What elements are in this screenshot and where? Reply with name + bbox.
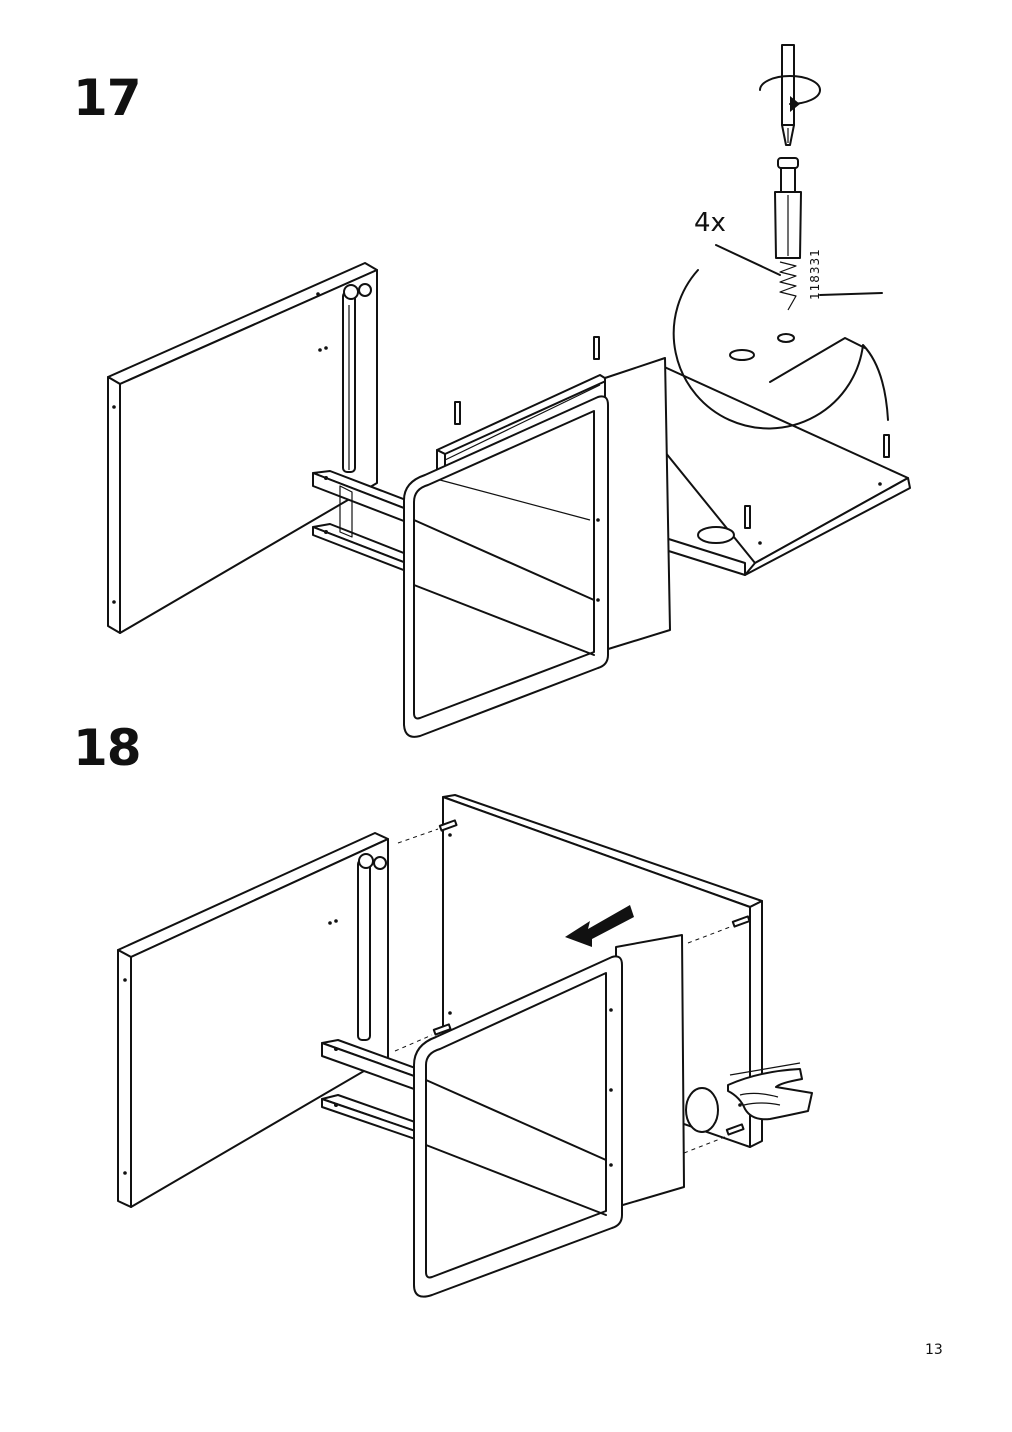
top-panel [604,364,911,576]
push-arrow-icon [565,905,634,947]
part-number-label: 118331 [808,248,822,300]
push-hand-icon [727,1062,813,1121]
step-18-illustration [117,794,813,1298]
front-frame [413,934,685,1298]
step-17-number: 17 [73,69,142,127]
rotate-clockwise-icon [759,75,821,112]
step-17-illustration [107,44,911,738]
cam-dowels [454,336,890,529]
front-frame [403,357,671,738]
cam-dowels [394,819,751,1154]
detail-callout [672,244,889,430]
page-number: 13 [925,1342,943,1358]
left-side-panel [107,262,378,634]
step-18-number: 18 [73,719,142,777]
screwdriver-icon [781,44,795,146]
left-side-panel [117,832,389,1208]
cam-dowel-icon [774,157,802,311]
quantity-label: 4x [694,208,726,238]
